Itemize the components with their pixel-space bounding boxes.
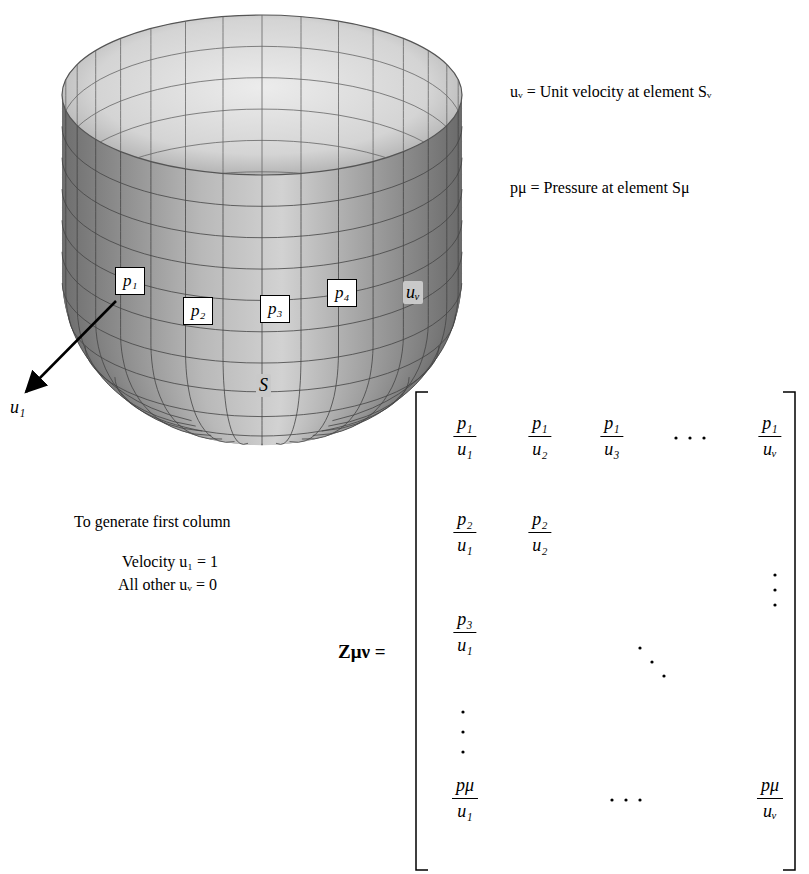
velocity-label: u₁ [10,396,25,419]
pressure-symbol: pμ [452,774,478,799]
matrix-bracket [783,392,795,870]
mesh-line [332,111,458,421]
mesh-line [313,38,404,394]
pressure-symbol: p₁ [453,412,476,437]
matrix-symbol: Zμν = [338,640,386,665]
pressure-symbol: p₁ [758,412,781,437]
matrix-entry: p₂u₁ [453,508,476,556]
mesh-line [151,29,222,392]
matrix-entry: p₁u₁ [453,412,476,460]
pressure-symbol: p₂ [453,508,476,533]
mesh-line [313,152,404,436]
mesh-line [302,162,373,440]
velocity-symbol: u₃ [600,437,623,461]
mesh-line [322,51,429,400]
velocity-symbol: u₁ [453,437,476,461]
definition-text: uᵥ = Unit velocity at element Sᵥ [510,82,714,103]
ellipsis-dots [461,436,776,801]
velocity-symbol: u₂ [528,533,551,557]
mesh-line [223,174,248,445]
instruction-text: All other uᵥ = 0 [118,575,217,596]
instruction-text: Velocity u₁ = 1 [122,552,218,573]
matrix-entry: pμuᵥ [757,774,783,822]
pressure-label: p₃ [268,299,282,318]
instruction-text: To generate first column [74,512,231,533]
mesh-line [121,38,212,394]
mesh-line [77,126,196,427]
matrix-entry: p₃u₁ [453,608,476,656]
element-box: p₃ [260,295,290,323]
surface-label: S [256,374,271,397]
front-mesh [62,111,462,446]
mesh-line [66,79,192,409]
mesh-line [322,139,429,431]
velocity-arrow [26,301,116,392]
velocity-symbol: uᵥ [758,437,781,461]
definition-text: pμ = Pressure at element Sμ [510,178,714,199]
velocity-symbol: u₁ [453,533,476,557]
pressure-label: p₄ [335,283,349,302]
matrix-entry: pμu₁ [452,774,478,822]
matrix-entry: p₁u₂ [528,412,551,460]
pressure-symbol: p₂ [528,508,551,533]
pressure-symbol: p₁ [528,412,551,437]
mesh-line [96,51,203,400]
pressure-label: p₁ [123,271,137,290]
cup-body [62,15,462,445]
matrix-entry: p₂u₂ [528,508,551,556]
pressure-symbol: pμ [757,774,783,799]
velocity-symbol: uᵥ [757,799,783,823]
velocity-label: uᵥ [403,281,423,304]
mesh-line [302,29,373,392]
mesh-line [332,79,458,409]
mesh-line [328,126,447,427]
matrix-entry: p₁uᵥ [758,412,781,460]
element-box: p₂ [183,297,213,325]
matrix-entry: p₁u₃ [600,412,623,460]
pressure-label: p₂ [191,301,205,320]
velocity-symbol: u₁ [452,799,478,823]
element-box: p₁ [115,267,145,295]
mesh-line [66,111,192,421]
mesh-line [151,162,222,440]
matrix-bracket [416,392,428,870]
element-box: p₄ [327,279,357,307]
velocity-symbol: u₁ [453,633,476,657]
pressure-symbol: p₁ [600,412,623,437]
velocity-symbol: u₂ [528,437,551,461]
pressure-symbol: p₃ [453,608,476,633]
